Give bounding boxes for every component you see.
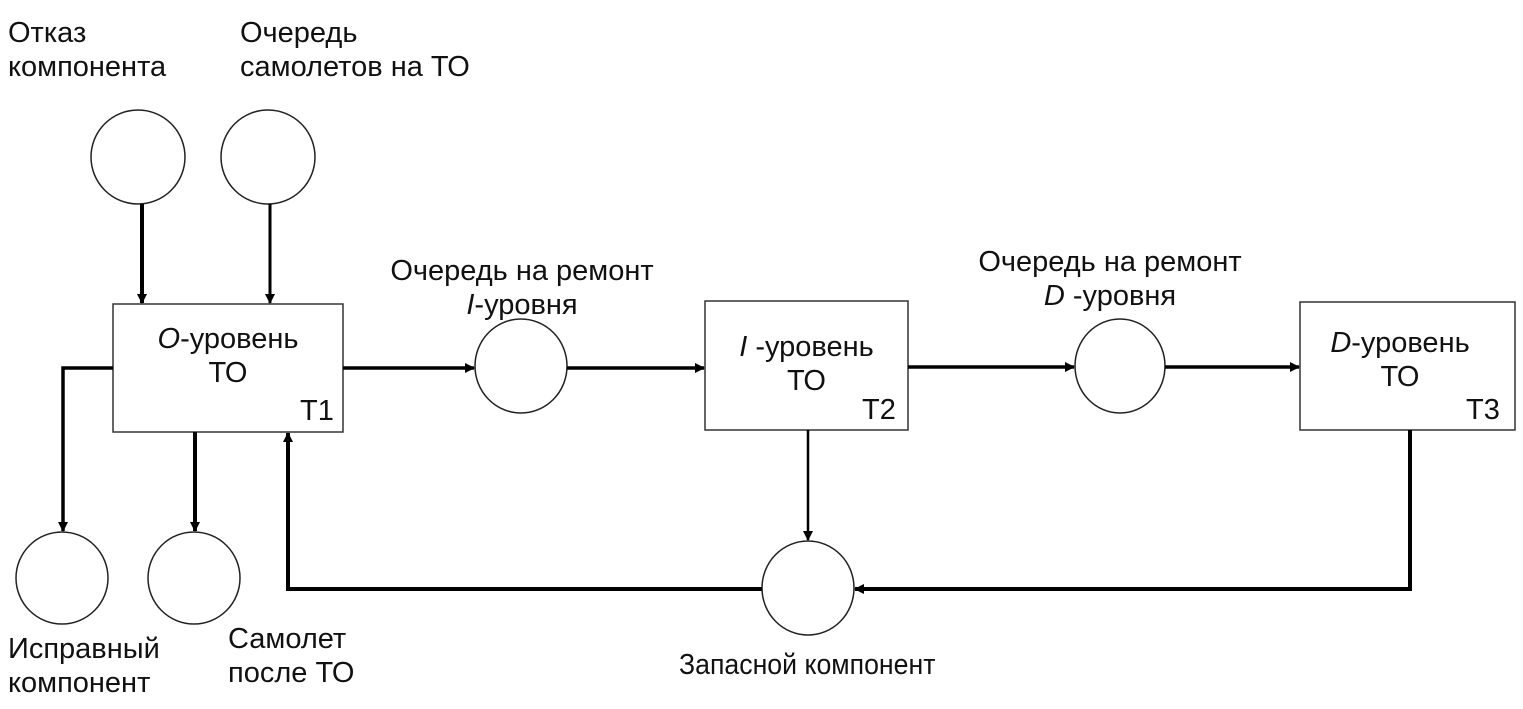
arc-t3-to-spare (854, 430, 1412, 594)
transition-t2-label: I -уровень ТО (705, 330, 908, 398)
place-spare-component (761, 540, 855, 636)
label-line: O-уровень (113, 322, 343, 356)
place-aircraft-queue (220, 109, 316, 205)
label-line: Отказ (8, 17, 87, 49)
label-line: D -уровня (950, 279, 1270, 313)
label-line: Очередь на ремонт (978, 246, 1242, 278)
arc-spare-to-t1 (283, 432, 762, 591)
place-queue-i (474, 318, 568, 414)
place-queue-d (1074, 318, 1166, 414)
place-aircraft-after-maintenance (147, 531, 241, 625)
label-line: Запасной компонент (679, 649, 936, 681)
label-aircraft-queue: Очередь самолетов на ТО (240, 16, 470, 84)
label-suffix: -уровня (1064, 280, 1177, 312)
label-line: ТО (208, 357, 248, 389)
label-line: Очередь (240, 17, 358, 49)
label-suffix: -уровень (747, 331, 874, 363)
label-spare-component: Запасной компонент (679, 648, 935, 682)
label-component-failure: Отказ компонента (8, 16, 166, 84)
transition-t3-label: D-уровень ТО (1300, 326, 1500, 394)
label-line: Очередь на ремонт (390, 255, 654, 287)
transition-t3 (1299, 301, 1516, 431)
label-line: D-уровень (1300, 326, 1500, 360)
label-suffix: -уровень (1351, 327, 1470, 359)
arc-t1-to-serviceable (58, 366, 113, 532)
label-suffix: -уровня (474, 289, 578, 321)
label-line: Самолет (228, 623, 347, 655)
label-italic-prefix: D (1043, 280, 1065, 312)
label-italic-prefix: O (157, 323, 181, 355)
label-line: компонента (8, 51, 167, 83)
label-line: после ТО (228, 657, 355, 689)
label-line: ТО (787, 365, 826, 397)
label-suffix: -уровень (180, 323, 299, 355)
label-italic-prefix: I (739, 331, 748, 363)
transition-t3-id: T3 (1466, 394, 1500, 426)
label-line: Исправный (8, 633, 160, 665)
label-italic-prefix: D (1330, 327, 1352, 359)
label-line: ТО (1380, 361, 1420, 393)
label-line: компонент (8, 667, 151, 699)
label-serviceable-component: Исправный компонент (8, 632, 160, 700)
transition-t2-id: T2 (862, 394, 896, 426)
transition-t1-label: O-уровень ТО (113, 322, 343, 390)
label-line: самолетов на ТО (240, 51, 470, 83)
label-line: I-уровня (362, 288, 682, 322)
transition-t1-id: T1 (300, 395, 334, 427)
label-queue-d: Очередь на ремонт D -уровня (950, 245, 1270, 313)
label-aircraft-after-maintenance: Самолет после ТО (228, 622, 354, 690)
label-line: I -уровень (705, 330, 908, 364)
label-queue-i: Очередь на ремонт I-уровня (362, 254, 682, 322)
place-serviceable-component (15, 531, 109, 625)
place-component-failure (90, 109, 186, 205)
label-italic-prefix: I (466, 289, 475, 321)
